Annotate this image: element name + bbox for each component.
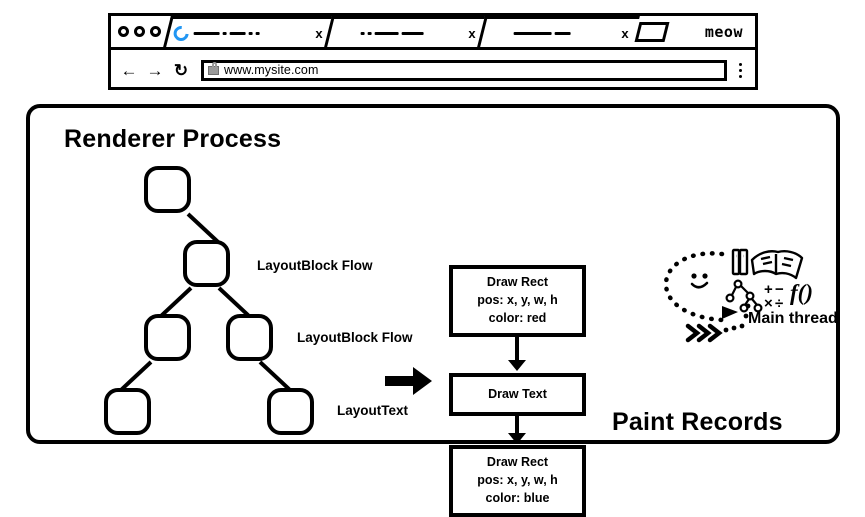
tree-node-text-3a[interactable] [104,388,151,435]
paint-record-1-line2: pos: x, y, w, h [477,293,558,308]
main-thread-label: Main thread [748,310,838,327]
tree-node-block-1[interactable] [183,240,230,287]
browser-tab-1[interactable]: x [163,16,334,47]
paint-record-1-line3: color: red [488,310,547,325]
blue-swirl-favicon-icon [170,22,192,44]
close-tab-button-1[interactable]: x [315,25,323,41]
svg-text:f(): f() [790,280,813,305]
open-book-icon [750,250,804,280]
close-tab-button-2[interactable]: x [468,25,476,41]
math-symbols-icon: +− ×÷ [764,281,784,312]
tree-label-level2: LayoutBlock Flow [297,330,413,345]
books-icon [731,248,749,276]
tree-node-root[interactable] [144,166,191,213]
paint-arrowhead-2-icon [508,433,526,444]
paint-record-3-line2: pos: x, y, w, h [477,473,558,488]
tab-title-placeholder-2 [335,31,469,35]
paint-record-box-2[interactable]: Draw Text [449,373,586,416]
main-thread-doodle: +− ×÷ f() [663,248,813,343]
svg-text:−: − [775,281,784,298]
address-bar-url: www.mysite.com [224,62,319,77]
paint-record-1-line1: Draw Rect [486,275,549,290]
browser-window: x x x meow ← → ↻ [108,13,758,90]
tree-edge-l1-l2b [217,286,250,317]
browser-tab-2[interactable]: x [324,16,487,47]
reload-icon[interactable]: ↻ [173,60,189,80]
paint-record-box-3[interactable]: Draw Rect pos: x, y, w, h color: blue [449,445,586,517]
paint-connector-2 [515,416,519,438]
paint-arrowhead-1-icon [508,360,526,371]
layout-tree-diagram: LayoutBlock Flow LayoutBlock Flow Layout… [60,163,413,435]
renderer-process-panel: Renderer Process LayoutBlock Flow Layout… [26,104,840,517]
paint-record-2-line1: Draw Text [488,386,547,401]
padlock-icon [208,61,219,75]
tree-edge-l1-l2a [160,286,193,317]
svg-text:×: × [764,295,773,312]
browser-toolbar: ← → ↻ www.mysite.com [111,50,755,90]
back-icon[interactable]: ← [120,60,138,80]
forward-icon[interactable]: → [146,60,164,80]
right-arrow-icon [385,367,432,395]
close-window-button[interactable] [118,26,129,37]
tree-node-block-2a[interactable] [144,314,191,361]
paint-records-title: Paint Records [612,408,783,436]
function-icon: f() [790,280,813,305]
tree-edge-l2a-l3a [120,360,153,391]
svg-text:+: + [764,281,773,298]
page-title: Renderer Process [64,125,282,153]
new-tab-button[interactable] [634,21,670,42]
tab-title-placeholder-1 [192,31,316,35]
tree-node-block-2b[interactable] [226,314,273,361]
kebab-menu-icon[interactable] [733,62,747,78]
window-controls [111,26,161,37]
paint-connector-1 [515,337,519,365]
tree-label-level3: LayoutText [337,403,409,418]
smiley-face-icon [663,251,751,343]
browser-tab-3[interactable]: x [477,16,640,47]
brand-label: meow [704,22,743,41]
address-bar[interactable]: www.mysite.com [201,59,727,81]
paint-record-box-1[interactable]: Draw Rect pos: x, y, w, h color: red [449,265,586,337]
tree-edge-l2b-l3b [258,360,291,391]
tab-title-placeholder-3 [488,31,622,35]
maximize-window-button[interactable] [150,26,161,37]
minimize-window-button[interactable] [134,26,145,37]
tree-node-text-3b[interactable] [267,388,314,435]
node-tree-icon [725,279,763,313]
tree-label-level1: LayoutBlock Flow [257,258,373,273]
svg-text:÷: ÷ [775,295,783,312]
close-tab-button-3[interactable]: x [621,25,629,41]
paint-record-3-line3: color: blue [485,490,550,505]
paint-record-3-line1: Draw Rect [486,455,549,470]
tab-strip: x x x meow [111,16,755,50]
